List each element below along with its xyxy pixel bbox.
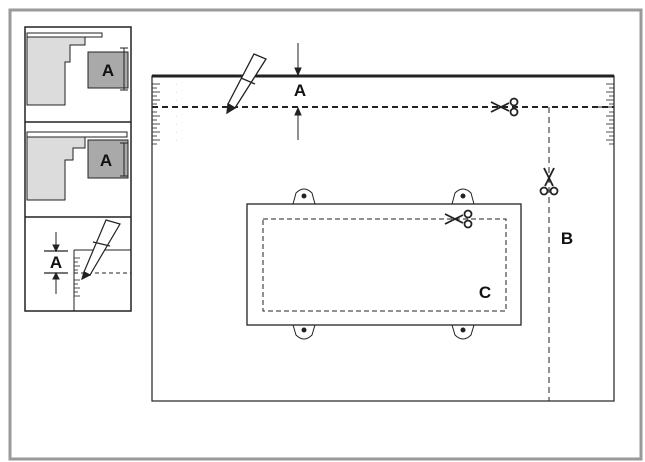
scissors-icon (490, 97, 519, 117)
cutout-outer-frame (246, 203, 522, 326)
panel-3: A (44, 219, 131, 311)
countertop-profile-2 (26, 136, 86, 201)
panel-2-label-a: A (100, 151, 112, 170)
countertop-profile-1 (26, 36, 86, 106)
svg-text:·: · (176, 123, 177, 127)
label-b: B (561, 229, 573, 248)
svg-text:·: · (176, 83, 177, 87)
mounting-tab-icon (292, 188, 475, 205)
template-sheet: · · · · · · · A (151, 43, 615, 402)
svg-text:·: · (176, 139, 177, 143)
measurement-arrow-icon (52, 232, 60, 294)
scale-left-numbers: · · · · · · · (176, 83, 177, 143)
left-panel-group: A A (24, 26, 132, 312)
cutout-line-c (262, 218, 507, 312)
svg-text:·: · (176, 115, 177, 119)
svg-text:·: · (176, 131, 177, 135)
scissors-icon (539, 167, 559, 196)
pencil-icon (81, 219, 121, 281)
label-a: A (294, 81, 306, 100)
scale-right (606, 83, 614, 145)
panel-3-scale-ticks (74, 257, 80, 297)
panel-1-label-a: A (102, 61, 114, 80)
svg-text:·: · (176, 91, 177, 95)
mounting-tab-icon (292, 324, 475, 340)
appliance-cutout: C (246, 188, 522, 340)
label-c: C (479, 283, 491, 302)
pencil-icon (226, 53, 267, 115)
scale-left (152, 83, 160, 145)
panel-2: A (26, 131, 129, 201)
height-block-1 (87, 51, 129, 89)
panel-3-label-a: A (50, 253, 62, 272)
svg-text:·: · (176, 99, 177, 103)
panel-1: A (26, 32, 129, 106)
height-block-2 (87, 139, 129, 179)
measurement-arrow-icon (294, 43, 302, 140)
scissors-icon (444, 209, 473, 229)
